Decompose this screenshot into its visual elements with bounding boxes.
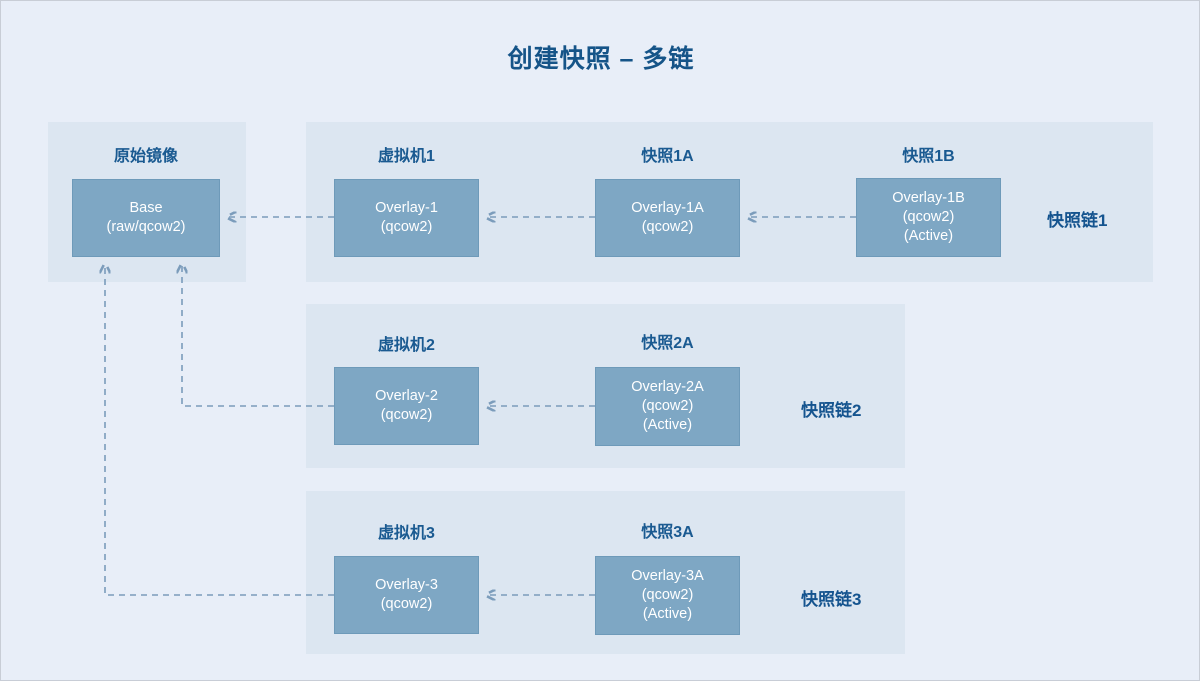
node-base-line-1: Base: [129, 200, 163, 216]
node-overlay-1b-line-3: (Active): [903, 228, 954, 244]
node-overlay-2-line-1: Overlay-2: [375, 388, 438, 404]
node-overlay-3a[interactable]: Overlay-3A (qcow2) (Active): [595, 556, 740, 635]
node-overlay-2-line-2: (qcow2): [380, 407, 433, 423]
chain-label-3: 快照链3: [801, 590, 862, 609]
node-overlay-3[interactable]: Overlay-3 (qcow2): [334, 556, 479, 634]
node-overlay-1b-line-1: Overlay-1B: [892, 190, 965, 206]
caption-snapshot-2a: 快照2A: [641, 335, 694, 352]
node-overlay-2[interactable]: Overlay-2 (qcow2): [334, 367, 479, 445]
node-overlay-2a-line-1: Overlay-2A: [631, 379, 704, 395]
node-overlay-3a-line-1: Overlay-3A: [631, 568, 704, 584]
caption-base-section: 原始镜像: [113, 148, 178, 165]
page-title: 创建快照 – 多链: [507, 45, 695, 73]
caption-vm-1: 虚拟机1: [378, 148, 435, 165]
node-overlay-2a-line-2: (qcow2): [641, 398, 694, 414]
node-overlay-1b[interactable]: Overlay-1B (qcow2) (Active): [856, 178, 1001, 257]
node-overlay-1[interactable]: Overlay-1 (qcow2): [334, 179, 479, 257]
caption-snapshot-1b: 快照1B: [902, 148, 955, 165]
caption-snapshot-1a: 快照1A: [641, 148, 694, 165]
node-base[interactable]: Base (raw/qcow2): [72, 179, 220, 257]
chain-label-2: 快照链2: [801, 401, 862, 420]
node-overlay-1-line-1: Overlay-1: [375, 200, 438, 216]
node-overlay-2a[interactable]: Overlay-2A (qcow2) (Active): [595, 367, 740, 446]
chain-label-1: 快照链1: [1047, 211, 1108, 230]
node-overlay-2a-line-3: (Active): [642, 417, 693, 433]
node-overlay-1a[interactable]: Overlay-1A (qcow2): [595, 179, 740, 257]
node-overlay-3-line-2: (qcow2): [380, 596, 433, 612]
node-overlay-3a-line-2: (qcow2): [641, 587, 694, 603]
node-overlay-1-line-2: (qcow2): [380, 219, 433, 235]
node-overlay-1a-line-2: (qcow2): [641, 219, 694, 235]
node-overlay-3-line-1: Overlay-3: [375, 577, 438, 593]
caption-snapshot-3a: 快照3A: [641, 524, 694, 541]
wire-overlay3-to-base: [105, 264, 334, 596]
node-overlay-1a-line-1: Overlay-1A: [631, 200, 704, 216]
node-base-line-2: (raw/qcow2): [106, 219, 186, 235]
caption-vm-2: 虚拟机2: [378, 337, 435, 354]
node-overlay-3a-line-3: (Active): [642, 606, 693, 622]
node-overlay-1b-line-2: (qcow2): [902, 209, 955, 225]
caption-vm-3: 虚拟机3: [378, 525, 435, 542]
